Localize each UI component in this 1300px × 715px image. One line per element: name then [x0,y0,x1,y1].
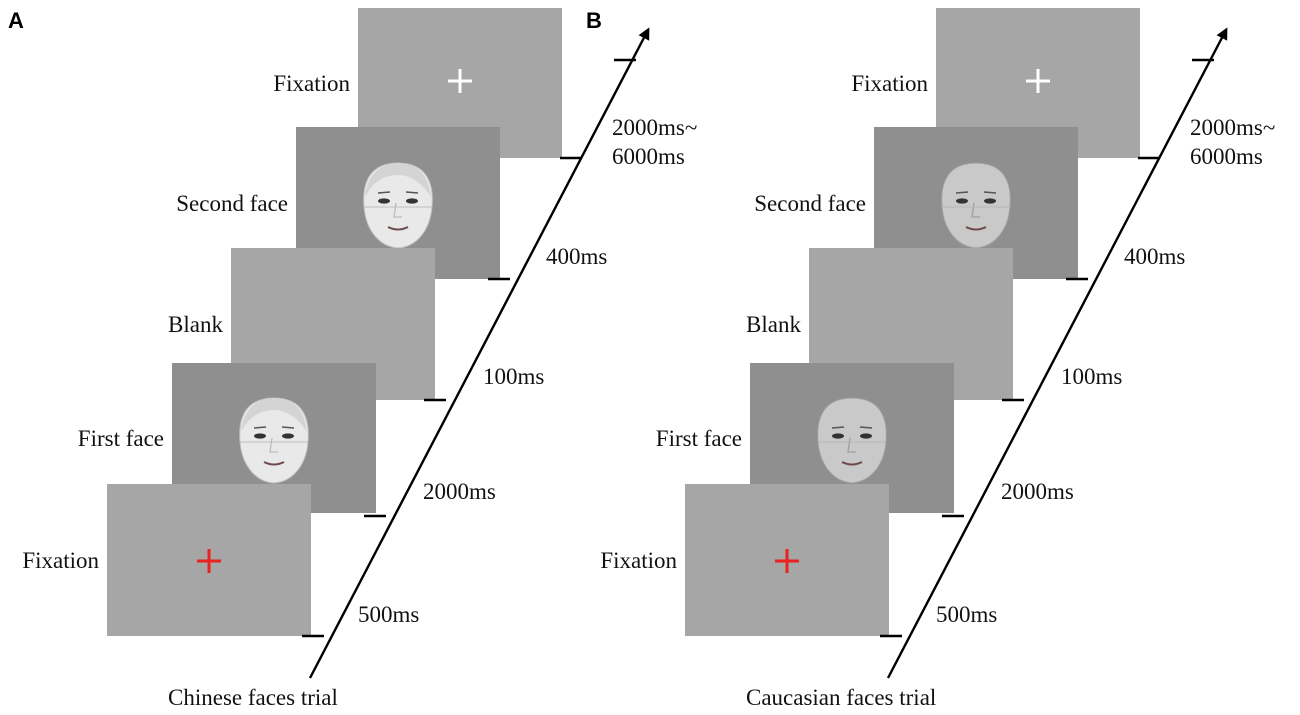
left-brow [955,191,969,194]
screen-label-3: First face [656,426,742,451]
panel-letter-b: B [586,8,602,33]
nose [971,202,980,218]
screen-label-2: Blank [746,312,801,337]
caption-a: Chinese faces trial [168,685,338,710]
mouth [841,461,863,466]
mouth [965,226,987,231]
nose [269,437,278,453]
duration-label-4: 2000ms [1001,479,1074,504]
duration-label-3: 100ms [1061,364,1122,389]
right-eye [282,433,294,439]
duration-label-0: 2000ms~ [612,115,697,140]
timeline-axis [308,27,650,679]
right-eye [984,198,996,204]
screen-4: Fixation [600,484,889,636]
screen-label-1: Second face [176,191,288,216]
duration-label-1: 6000ms [1190,144,1263,169]
duration-label-2: 400ms [1124,244,1185,269]
left-brow [377,191,391,194]
mouth [263,461,285,466]
duration-label-5: 500ms [358,602,419,627]
caption-b: Caucasian faces trial [746,685,936,710]
duration-label-4: 2000ms [423,479,496,504]
screen-label-0: Fixation [851,71,928,96]
face-image [363,162,433,249]
right-brow [859,426,873,429]
timeline-axis [886,27,1228,679]
face-outline [239,397,309,484]
right-eye [406,198,418,204]
duration-label-0: 2000ms~ [1190,115,1275,140]
duration-label-2: 400ms [546,244,607,269]
screen-label-2: Blank [168,312,223,337]
right-brow [281,426,295,429]
panel-letter-a: A [8,8,24,33]
screen-label-4: Fixation [22,548,99,573]
screen-4: Fixation [22,484,311,636]
screen-label-4: Fixation [600,548,677,573]
screen-label-1: Second face [754,191,866,216]
left-brow [253,426,267,429]
left-eye [832,433,844,439]
screen-label-3: First face [78,426,164,451]
nose [393,202,402,218]
face-outline [941,162,1011,249]
duration-label-1: 6000ms [612,144,685,169]
face-forehead-shade [241,398,307,432]
left-eye [378,198,390,204]
left-eye [956,198,968,204]
left-brow [831,426,845,429]
nose [847,437,856,453]
face-image [817,397,887,484]
face-image [941,162,1011,249]
face-image [239,397,309,484]
screen-label-0: Fixation [273,71,350,96]
left-eye [254,433,266,439]
right-brow [405,191,419,194]
face-outline [817,397,887,484]
duration-label-5: 500ms [936,602,997,627]
face-forehead-shade [365,163,431,197]
duration-label-3: 100ms [483,364,544,389]
right-eye [860,433,872,439]
right-brow [983,191,997,194]
mouth [387,226,409,231]
